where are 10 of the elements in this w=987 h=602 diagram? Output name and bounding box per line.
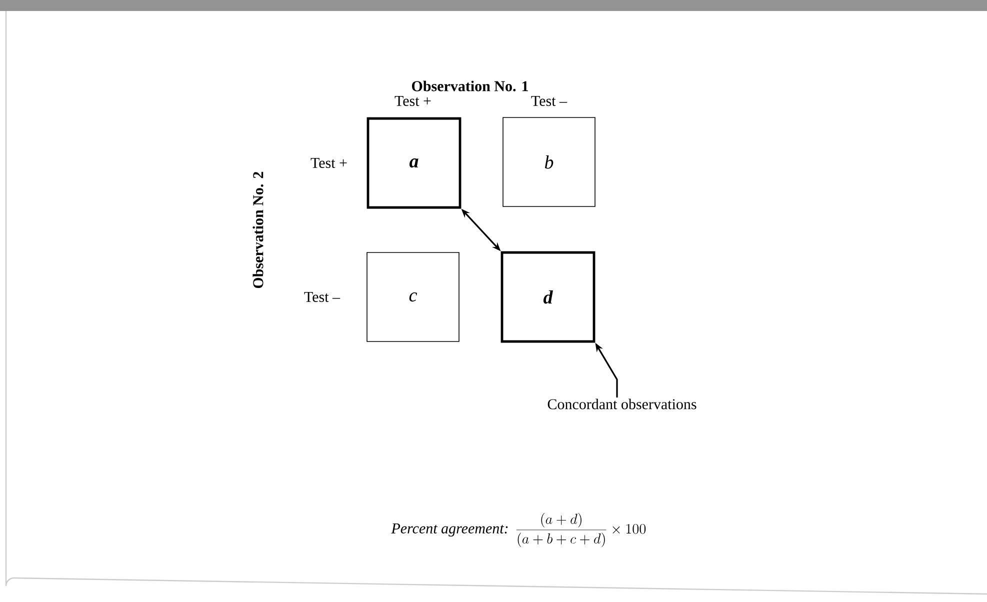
cell-box: d — [500, 251, 596, 343]
cell-box: c — [366, 252, 460, 342]
formula: $\frac{(a + d)}{(a + b + c + d)} \times 100$ — [516, 513, 646, 548]
axis-title: Observation No. 1 — [412, 80, 528, 92]
callout-text: Concordant observations — [548, 398, 696, 410]
cell-box: a — [366, 117, 462, 209]
formula-label: Percent agreement: — [391, 524, 508, 537]
axis-title: Observation No. 2 — [252, 172, 264, 288]
cell-box: b — [502, 117, 596, 207]
header-label: Test + — [310, 158, 347, 168]
